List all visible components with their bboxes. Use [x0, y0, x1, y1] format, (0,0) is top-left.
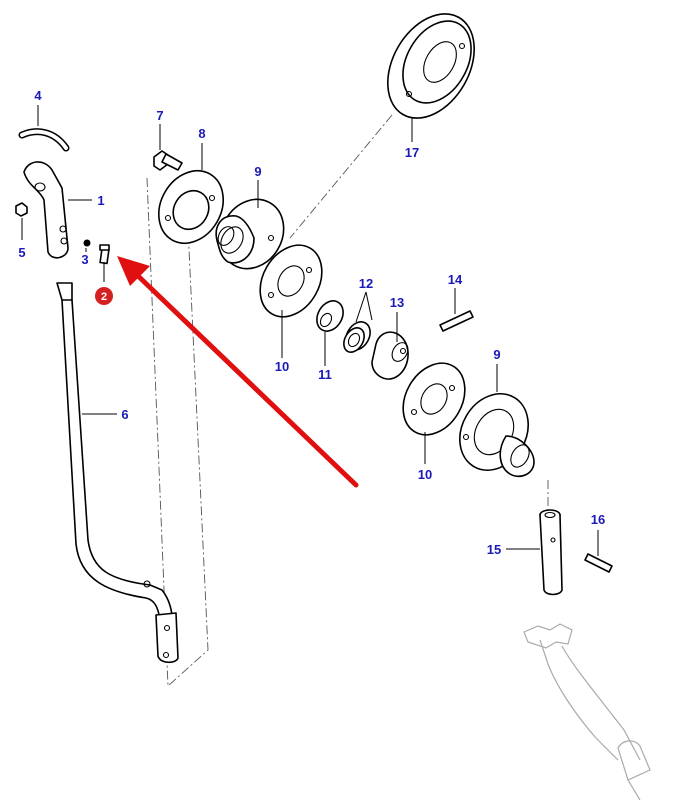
callout-15: 15	[487, 542, 501, 557]
part-4-spring-clip	[18, 128, 70, 152]
part-1-lever-bracket	[23, 161, 69, 259]
callout-17: 17	[405, 145, 419, 160]
callout-8: 8	[198, 126, 205, 141]
part-11-bushing	[316, 300, 344, 332]
part-3-washer	[83, 239, 91, 247]
part-16-pin	[584, 553, 613, 573]
part-17-cover-dish	[386, 13, 476, 119]
callout-14: 14	[448, 272, 463, 287]
assembly-outline	[146, 114, 549, 687]
callout-13: 13	[390, 295, 404, 310]
callout-11: 11	[318, 367, 332, 382]
part-9-boot-upper	[215, 198, 285, 270]
callout-9-lower: 9	[493, 347, 500, 362]
part-10-flange-lower	[402, 362, 466, 436]
highlight-badge: 2	[95, 287, 113, 305]
pedal-assembly-ghost	[523, 623, 651, 801]
callout-2: 2	[101, 291, 107, 303]
leader-lines	[21, 105, 599, 556]
part-15-shaft-tube	[539, 509, 563, 596]
part-13-collar	[371, 331, 409, 380]
callout-labels: 4 1 5 3 6 7 8 9 10 11 12 13 14 9 10 15 1…	[18, 88, 605, 557]
callout-6: 6	[121, 407, 128, 422]
callout-7: 7	[156, 108, 163, 123]
callout-1: 1	[97, 193, 104, 208]
callout-12: 12	[359, 276, 373, 291]
part-5-nut	[15, 202, 28, 217]
callout-9-upper: 9	[254, 164, 261, 179]
callout-4: 4	[34, 88, 42, 103]
part-6-rod	[56, 282, 179, 664]
callout-10-upper: 10	[275, 359, 289, 374]
part-8-flange-plate	[158, 170, 224, 244]
part-7-cap-screw	[153, 150, 183, 171]
callout-16: 16	[591, 512, 605, 527]
callout-5: 5	[18, 245, 25, 260]
highlight-arrow	[117, 256, 359, 488]
part-14-roll-pin	[439, 310, 474, 332]
callout-3: 3	[81, 252, 88, 267]
part-2-bolt	[99, 244, 110, 265]
callout-10-lower: 10	[418, 467, 432, 482]
part-12-seal-ring	[343, 321, 371, 353]
part-10-flange-upper	[259, 244, 323, 318]
part-9-boot-lower	[459, 393, 535, 478]
